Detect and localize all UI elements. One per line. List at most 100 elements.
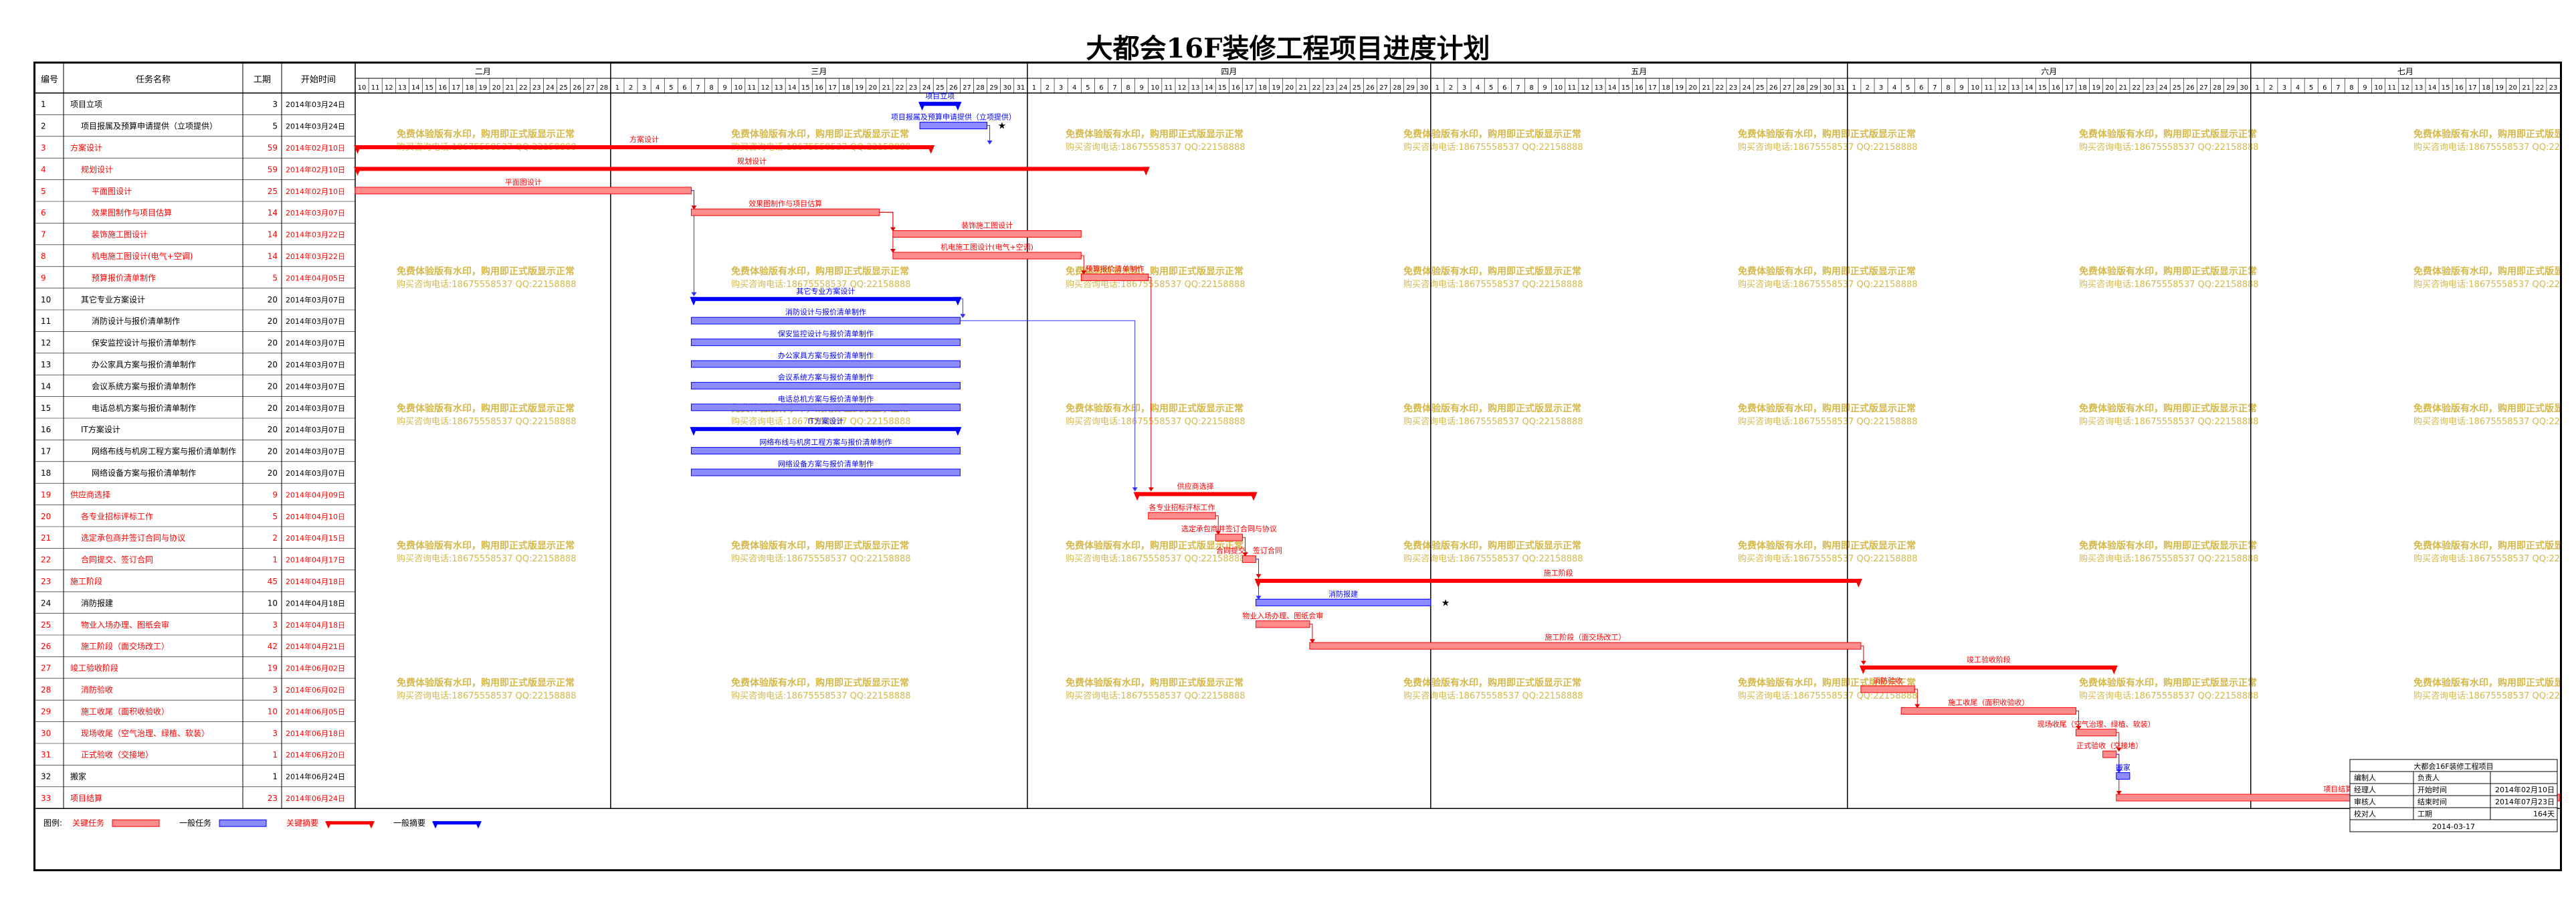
day-label: 13 (775, 84, 783, 92)
dependency-line (691, 190, 694, 295)
day-label: 14 (788, 84, 797, 92)
day-label: 19 (2495, 84, 2504, 92)
watermark-line-2: 购买咨询电话:18675558537 QQ:22158888 (731, 553, 911, 564)
day-label: 21 (2118, 84, 2127, 92)
bar-label: 消防验收 (1873, 676, 1902, 685)
day-label: 27 (2199, 84, 2208, 92)
bar-label: 效果图制作与项目估算 (749, 199, 822, 208)
dependency-links (691, 125, 2122, 795)
task-duration: 3 (272, 685, 278, 695)
task-start-date: 2014年04月18日 (286, 598, 345, 608)
day-label: 14 (1205, 84, 1213, 92)
task-duration: 20 (268, 339, 278, 348)
task-start-date: 2014年03月24日 (286, 122, 345, 131)
day-label: 14 (411, 84, 420, 92)
day-label: 23 (532, 84, 541, 92)
day-label: 29 (989, 84, 998, 92)
legend-item-label: 关键摘要 (286, 818, 318, 828)
day-label: 19 (855, 84, 864, 92)
watermark-line-1: 免费体验版有水印，购用即正式版显示正常 (731, 677, 909, 689)
day-label: 29 (2226, 84, 2235, 92)
day-label: 25 (1353, 84, 1361, 92)
task-duration: 3 (272, 729, 278, 738)
task-bar (1900, 707, 2076, 715)
summary-end-cap (954, 296, 962, 306)
day-label: 24 (1339, 84, 1348, 92)
legend-label: 图例: (43, 818, 62, 828)
task-duration: 42 (268, 642, 278, 651)
watermark-line-2: 购买咨询电话:18675558537 QQ:22158888 (1403, 416, 1583, 427)
task-number: 23 (41, 577, 51, 586)
page-title: 大都会16F装修工程项目进度计划 (1086, 33, 1490, 64)
task-name: 供应商选择 (70, 489, 110, 499)
day-label: 17 (1648, 84, 1657, 92)
task-start-date: 2014年03月07日 (286, 468, 345, 478)
task-bar (2075, 729, 2117, 737)
task-bar (1215, 533, 1243, 541)
task-name: 保安监控设计与报价清单制作 (92, 338, 196, 348)
task-name: 物业入场办理、图纸会审 (81, 620, 169, 630)
day-label: 10 (1151, 84, 1159, 92)
day-label: 24 (546, 84, 555, 92)
summary-bar (355, 145, 934, 149)
day-label: 11 (2387, 84, 2396, 92)
dependency-arrow (1242, 552, 1248, 557)
month-label: 七月 (2397, 67, 2413, 76)
day-label: 19 (1272, 84, 1280, 92)
day-label: 15 (2038, 84, 2047, 92)
task-start-date: 2014年04月10日 (286, 512, 345, 521)
watermark-line-2: 购买咨询电话:18675558537 QQ:22158888 (397, 416, 577, 427)
day-label: 5 (1906, 84, 1910, 92)
bar-label: 会议系统方案与报价清单制作 (778, 372, 874, 381)
task-bar (1256, 620, 1310, 628)
day-label: 12 (1581, 84, 1590, 92)
day-label: 17 (1245, 84, 1254, 92)
task-number: 30 (41, 729, 51, 738)
summary-start-cap (918, 102, 926, 111)
task-number: 31 (41, 750, 51, 759)
day-label: 10 (1971, 84, 1979, 92)
summary-end-cap (1250, 492, 1258, 501)
summary-bar (1860, 665, 2116, 670)
day-label: 4 (1892, 84, 1896, 92)
dependency-line (960, 320, 1136, 490)
task-number: 20 (41, 512, 51, 521)
task-start-date: 2014年03月07日 (286, 295, 345, 304)
day-label: 12 (2401, 84, 2410, 92)
task-number: 16 (41, 425, 51, 434)
dependency-arrow (890, 249, 896, 253)
task-start-date: 2014年03月07日 (286, 360, 345, 369)
day-label: 13 (2011, 84, 2020, 92)
watermark-line-2: 购买咨询电话:18675558537 QQ:22158888 (1066, 279, 1246, 290)
day-label: 2 (1449, 84, 1453, 92)
month-label: 二月 (475, 67, 491, 76)
day-label: 8 (709, 84, 713, 92)
task-number: 27 (41, 664, 51, 673)
task-number: 5 (41, 187, 46, 196)
task-number: 14 (41, 381, 51, 391)
day-label: 2 (629, 84, 633, 92)
day-label: 8 (2349, 84, 2353, 92)
day-label: 10 (358, 84, 367, 92)
watermark-line-1: 免费体验版有水印，购用即正式版显示正常 (2079, 128, 2257, 140)
task-name: 搬家 (70, 772, 86, 782)
dependency-arrow (2116, 769, 2122, 774)
task-bar (690, 360, 961, 368)
day-label: 7 (696, 84, 700, 92)
task-bar (690, 339, 961, 347)
task-number: 21 (41, 533, 51, 543)
watermark-line-2: 购买咨询电话:18675558537 QQ:22158888 (2413, 691, 2560, 701)
legend-item-label: 一般任务 (179, 818, 211, 828)
task-start-date: 2014年04月17日 (286, 555, 345, 565)
task-name: IT方案设计 (81, 424, 120, 434)
task-start-date: 2014年04月18日 (286, 620, 345, 630)
bar-label: 电话总机方案与报价清单制作 (778, 394, 874, 403)
task-start-date: 2014年03月07日 (286, 425, 345, 434)
watermark-line-2: 购买咨询电话:18675558537 QQ:22158888 (1066, 691, 1246, 701)
day-label: 4 (656, 84, 660, 92)
bar-label: 机电施工图设计(电气+空调) (940, 242, 1033, 252)
watermark-line-2: 购买咨询电话:18675558537 QQ:22158888 (1403, 553, 1583, 564)
task-duration: 25 (268, 187, 278, 196)
day-label: 6 (682, 84, 686, 92)
day-label: 5 (1489, 84, 1493, 92)
